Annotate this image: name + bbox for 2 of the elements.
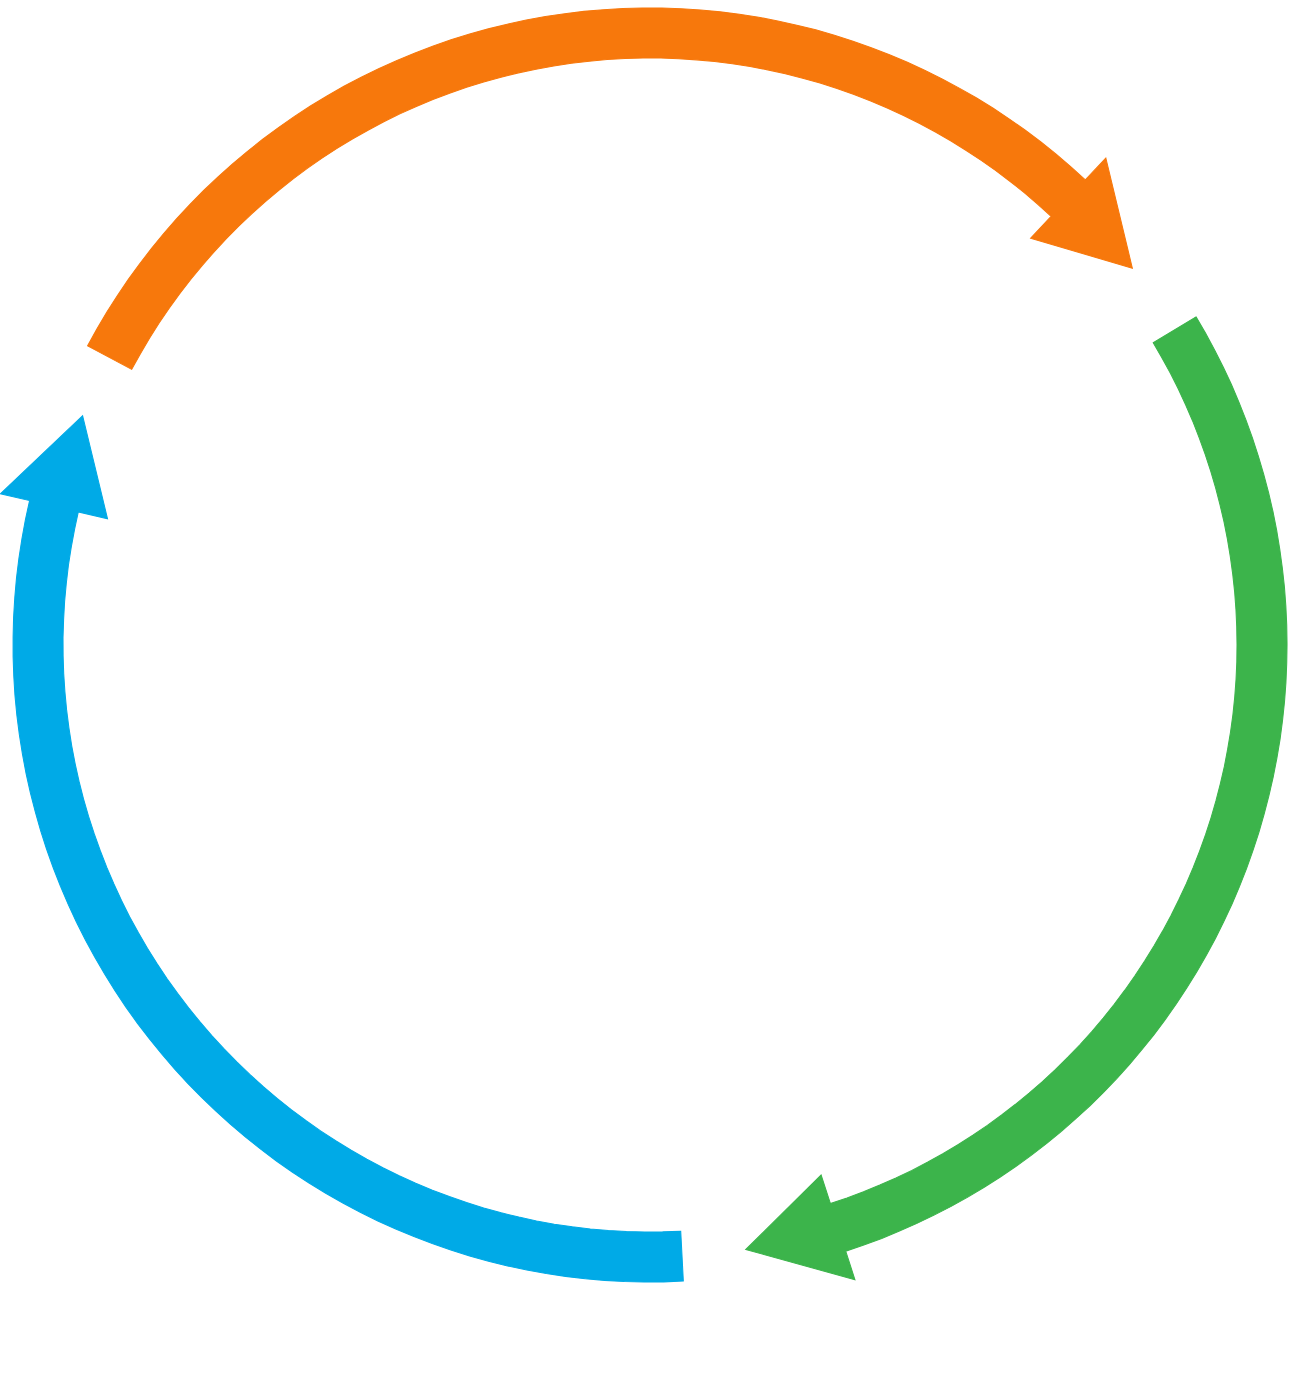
curved-arrow — [0, 414, 684, 1283]
curved-arrow — [744, 316, 1288, 1281]
